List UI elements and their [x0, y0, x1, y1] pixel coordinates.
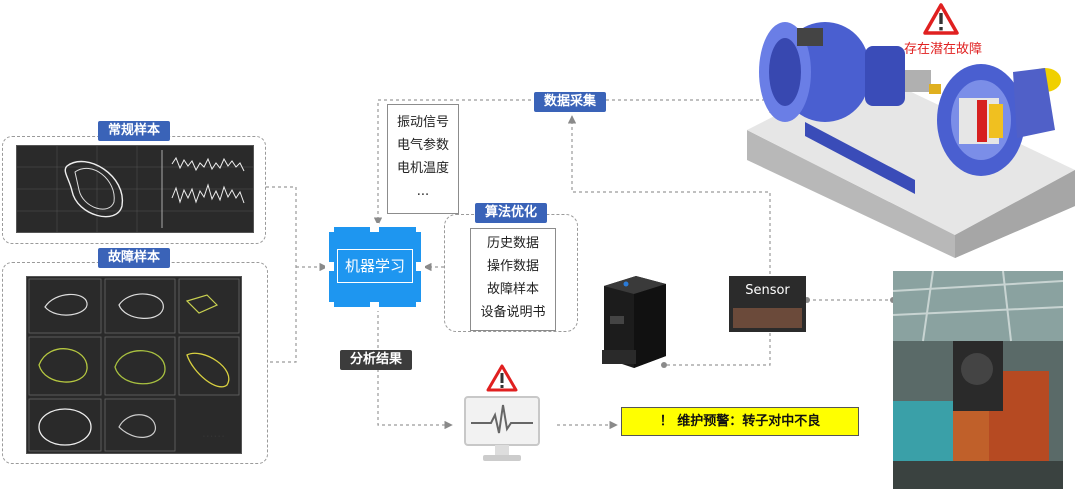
normal-samples-plot: [16, 145, 254, 233]
ml-corner: [416, 223, 425, 232]
ml-corner: [325, 262, 334, 271]
fault-warning-icon: [923, 3, 959, 35]
signal-list: 振动信号 电气参数 电机温度 ...: [387, 104, 459, 214]
ml-corner: [416, 302, 425, 311]
fault-waveform-graphic: [28, 278, 240, 452]
warning-icon: [486, 364, 518, 392]
data-collection-tag: 数据采集: [534, 92, 607, 112]
sensor-photo-detail: [733, 308, 802, 328]
normal-samples-tag: 常规样本: [98, 121, 171, 141]
sensor-device-icon: [602, 276, 666, 368]
analysis-result-tag: 分析结果: [340, 350, 413, 370]
algorithm-input-item: 设备说明书: [480, 305, 546, 320]
monitor-waveform-icon: [464, 396, 540, 461]
signal-item: 电气参数: [396, 138, 449, 153]
maintenance-warning-banner: ！ 维护预警：转子对中不良: [621, 407, 859, 436]
sensor-photo-box: Sensor: [729, 276, 806, 332]
machine-learning-block: 机器学习: [325, 223, 425, 311]
sensor-label: Sensor: [745, 283, 790, 298]
algorithm-input-item: 故障样本: [486, 282, 539, 297]
signal-item: 电机温度: [396, 161, 449, 176]
ml-inner-frame: 机器学习: [337, 249, 413, 283]
fault-samples-tag: 故障样本: [98, 248, 171, 268]
ml-corner: [325, 302, 334, 311]
more-samples-ellipsis: ......: [202, 426, 225, 440]
robot-photo: [893, 271, 1063, 489]
ml-corner: [370, 302, 379, 311]
algorithm-input-list: 历史数据 操作数据 故障样本 设备说明书: [470, 228, 556, 331]
machine-learning-label: 机器学习: [344, 257, 405, 275]
fault-samples-plot: [26, 276, 242, 454]
ml-corner: [416, 262, 425, 271]
algorithm-input-item: 操作数据: [486, 259, 539, 274]
algorithm-input-item: 历史数据: [486, 236, 539, 251]
potential-fault-label: 存在潜在故障: [904, 42, 983, 57]
pump-motor-icon: [747, 22, 1075, 258]
signal-item: 振动信号: [396, 115, 449, 130]
algorithm-optimization-tag: 算法优化: [475, 203, 548, 223]
ml-corner: [370, 223, 379, 232]
normal-waveform-graphic: [17, 146, 253, 232]
signal-item: ...: [416, 184, 430, 199]
ml-corner: [325, 223, 334, 232]
